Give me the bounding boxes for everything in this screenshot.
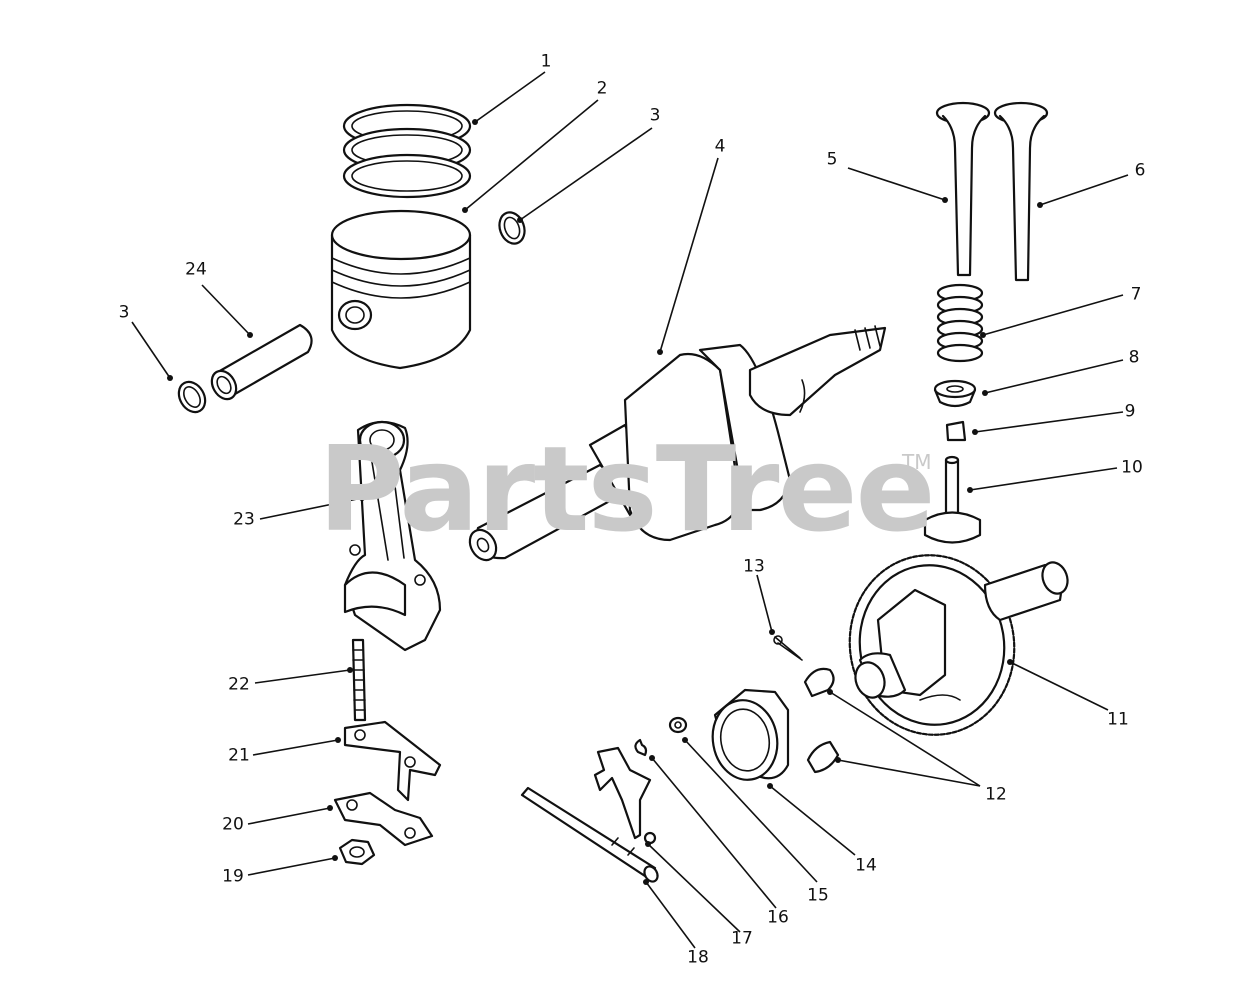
callout-1[interactable]: 1 xyxy=(540,51,552,72)
valve-tappet-part[interactable] xyxy=(923,455,982,544)
washer-part[interactable] xyxy=(668,716,688,734)
oil-dipper-plate-part[interactable] xyxy=(333,791,434,847)
callout-19[interactable]: 19 xyxy=(222,866,244,887)
callout-24[interactable]: 24 xyxy=(185,259,207,280)
callout-5[interactable]: 5 xyxy=(826,149,838,170)
governor-lever-part[interactable] xyxy=(593,746,657,845)
camshaft-part[interactable] xyxy=(836,542,1072,748)
governor-shaft-part[interactable] xyxy=(520,786,660,884)
hex-nut-part[interactable] xyxy=(338,838,376,866)
callout-14[interactable]: 14 xyxy=(855,855,877,876)
compression-release-weight-lower-part[interactable] xyxy=(806,740,840,774)
callout-3-ring[interactable]: 3 xyxy=(649,105,661,126)
callout-9[interactable]: 9 xyxy=(1124,401,1136,422)
callout-10[interactable]: 10 xyxy=(1121,457,1143,478)
callout-7[interactable]: 7 xyxy=(1130,284,1142,305)
callout-13[interactable]: 13 xyxy=(743,556,765,577)
watermark-text: PartsTree xyxy=(318,420,936,558)
callout-6[interactable]: 6 xyxy=(1134,160,1146,181)
piston-rings-part[interactable] xyxy=(342,103,472,199)
exhaust-valve-part[interactable] xyxy=(993,101,1049,282)
crankshaft-part[interactable] xyxy=(465,325,887,565)
cotter-pin-part[interactable] xyxy=(773,635,803,661)
lock-plate-part[interactable] xyxy=(343,720,442,802)
callout-18[interactable]: 18 xyxy=(687,947,709,968)
callout-16[interactable]: 16 xyxy=(767,907,789,928)
piston-part[interactable] xyxy=(330,209,472,370)
callout-12[interactable]: 12 xyxy=(985,784,1007,805)
intake-valve-part[interactable] xyxy=(935,101,991,277)
compression-release-weight-upper-part[interactable] xyxy=(803,667,835,698)
callout-23[interactable]: 23 xyxy=(233,509,255,530)
callout-21[interactable]: 21 xyxy=(228,745,250,766)
callout-11[interactable]: 11 xyxy=(1107,709,1129,730)
connecting-rod-part[interactable] xyxy=(343,420,442,652)
spring-retainer-part[interactable] xyxy=(933,379,977,408)
watermark-trademark: TM xyxy=(902,450,932,474)
valve-spring-part[interactable] xyxy=(936,283,984,363)
valve-keeper-part[interactable] xyxy=(945,420,967,442)
callout-3-left[interactable]: 3 xyxy=(118,302,130,323)
oil-seal-part[interactable] xyxy=(707,688,790,785)
callout-22[interactable]: 22 xyxy=(228,674,250,695)
leader-lines xyxy=(131,71,1129,949)
callout-15[interactable]: 15 xyxy=(807,885,829,906)
callout-4[interactable]: 4 xyxy=(714,136,726,157)
snap-ring-right-part[interactable] xyxy=(495,209,528,247)
piston-pin-part[interactable] xyxy=(207,323,313,403)
snap-ring-left-part[interactable] xyxy=(174,377,211,417)
callout-17[interactable]: 17 xyxy=(731,928,753,949)
e-ring-part[interactable] xyxy=(634,738,648,757)
callout-20[interactable]: 20 xyxy=(222,814,244,835)
callout-2[interactable]: 2 xyxy=(596,78,608,99)
rod-bolt-part[interactable] xyxy=(351,638,367,722)
callout-8[interactable]: 8 xyxy=(1128,347,1140,368)
